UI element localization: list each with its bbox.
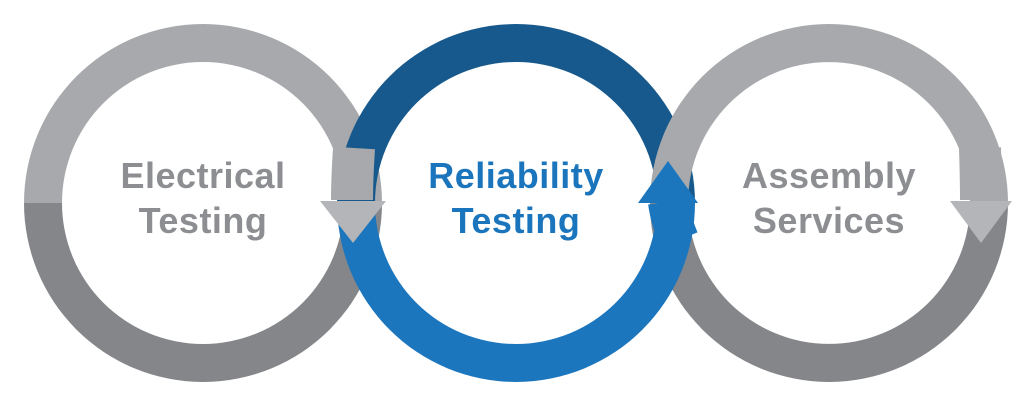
reliability-arrow-shaft <box>648 199 698 248</box>
reliability-ring-top-arc <box>337 24 695 204</box>
reliability-testing-label-line2: Testing <box>451 200 581 241</box>
electrical-arrowhead-down-icon <box>320 201 386 243</box>
electrical-arrow <box>320 146 386 243</box>
assembly-arrow-shaft <box>959 147 1002 201</box>
reliability-testing-label-line1: Reliability <box>428 155 604 196</box>
assembly-arrow <box>950 147 1012 243</box>
assembly-ring-top-arc <box>650 24 1008 203</box>
reliability-arrowhead-up-icon <box>638 161 698 203</box>
assembly-ring <box>650 24 1008 382</box>
assembly-arrowhead-down-icon <box>950 201 1012 243</box>
reliability-arrow <box>638 161 698 248</box>
assembly-ring-bottom-arc <box>650 203 1008 382</box>
electrical-arrow-shaft <box>331 146 375 201</box>
electrical-ring <box>24 24 382 382</box>
electrical-testing-label-line2: Testing <box>138 200 268 241</box>
electrical-ring-bottom-arc <box>24 203 382 382</box>
electrical-testing-label-line1: Electrical <box>120 155 286 196</box>
assembly-services-label-line2: Services <box>752 200 906 241</box>
reliability-testing-label: Reliability Testing <box>376 153 656 243</box>
electrical-testing-label: Electrical Testing <box>63 153 343 243</box>
electrical-ring-top-arc <box>24 24 382 203</box>
assembly-services-label-line1: Assembly <box>741 155 917 196</box>
reliability-ring-bottom-arc <box>337 203 695 382</box>
assembly-services-label: Assembly Services <box>689 153 969 243</box>
